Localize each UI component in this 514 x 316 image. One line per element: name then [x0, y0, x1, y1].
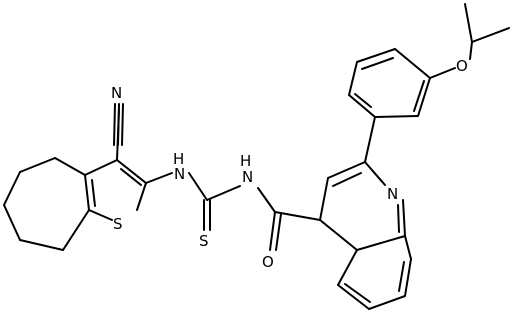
nitrile-nitrogen-label: N: [111, 84, 122, 102]
thiophene-sulfur-label: S: [113, 215, 123, 233]
thione-sulfur-label: S: [199, 232, 209, 250]
ether-oxygen-label: O: [456, 57, 468, 75]
isopropoxy-group: [429, 3, 510, 79]
cycloheptane-ring: [3, 157, 90, 251]
nh-right-n-label: N: [242, 168, 253, 186]
nh-right-h-label: H: [240, 152, 251, 170]
phenyl-ring: [348, 48, 431, 163]
thiourea-linker: [145, 172, 321, 251]
nh-left-n-label: N: [174, 165, 185, 183]
thiophene-ring: [84, 159, 147, 221]
quinoline-nitrogen-label: N: [387, 185, 398, 203]
nh-left-h-label: H: [173, 150, 184, 168]
quinoline-ring: [319, 161, 412, 310]
nitrile-group: [113, 103, 124, 161]
carbonyl-oxygen-label: O: [262, 253, 274, 271]
